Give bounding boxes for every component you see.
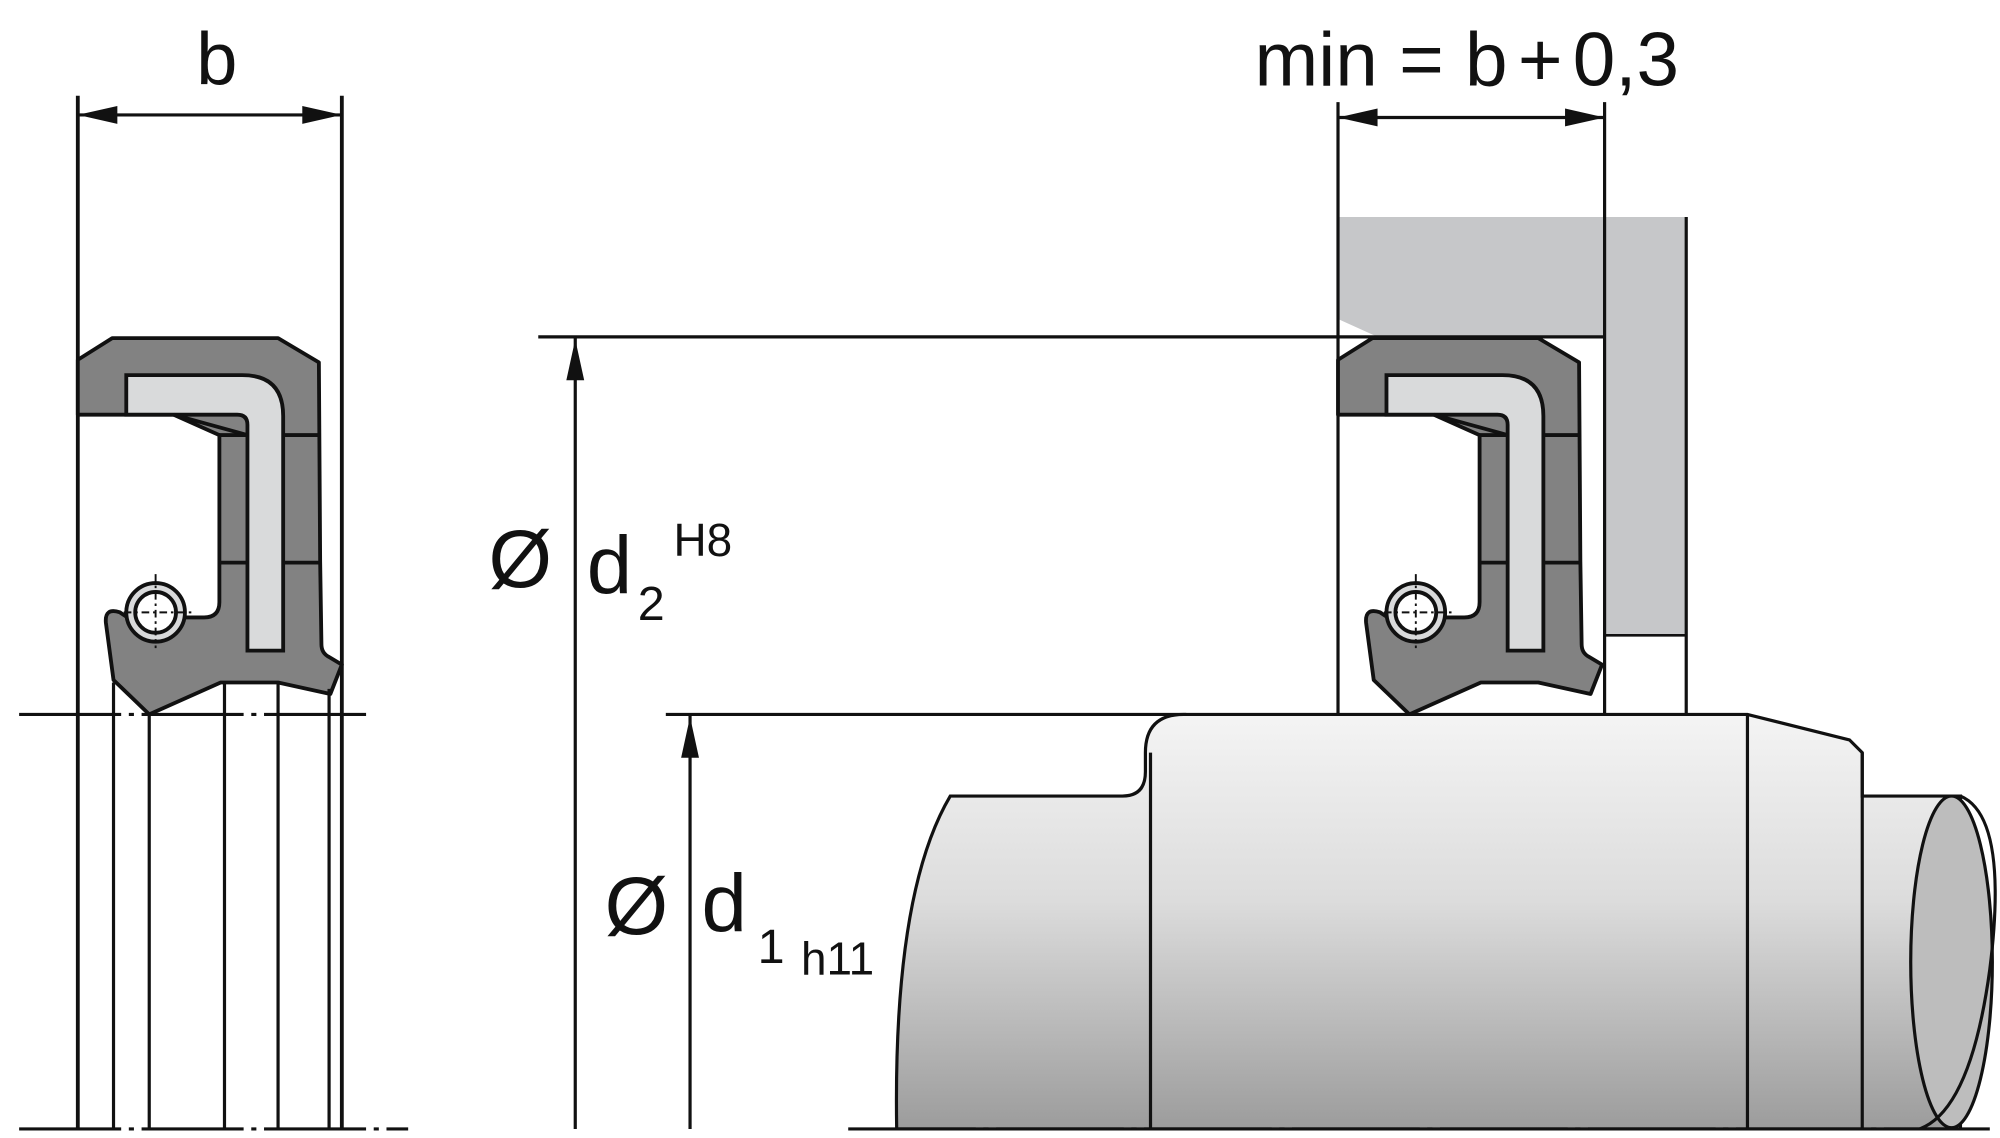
shaft xyxy=(894,712,1997,1131)
label-diameter-symbol: Ø xyxy=(489,514,552,605)
dimension-shaft-diameter: Ø d 1 h11 xyxy=(605,714,874,1129)
label-h8: H8 xyxy=(673,514,732,566)
label-plus: + xyxy=(1518,18,1563,103)
label-d2-sub: 2 xyxy=(638,577,665,631)
label-d1-sub: 1 xyxy=(758,920,785,974)
seal-section-left: b xyxy=(19,17,409,1131)
label-min: min = xyxy=(1255,18,1465,103)
label-d1: d xyxy=(702,858,747,949)
label-diameter-symbol: Ø xyxy=(605,861,669,952)
installation-view: min = b+0,3 Ø d 2 H8 Ø d 1 h11 xyxy=(489,18,1997,1131)
dimension-housing-width: min = b+0,3 xyxy=(1255,18,1680,127)
dimension-b: b xyxy=(77,17,342,124)
housing xyxy=(1338,216,1687,636)
label-value: 0,3 xyxy=(1573,18,1679,103)
label-b: b xyxy=(196,17,237,100)
label-h11: h11 xyxy=(801,933,874,985)
dimension-bore-diameter: Ø d 2 H8 xyxy=(489,336,732,1129)
seal-section-installed xyxy=(1336,336,1604,717)
svg-text:min = b+0,3: min = b+0,3 xyxy=(1255,18,1680,103)
label-b: b xyxy=(1465,18,1508,103)
label-d2: d xyxy=(587,520,632,611)
projection-lines xyxy=(111,682,331,1129)
